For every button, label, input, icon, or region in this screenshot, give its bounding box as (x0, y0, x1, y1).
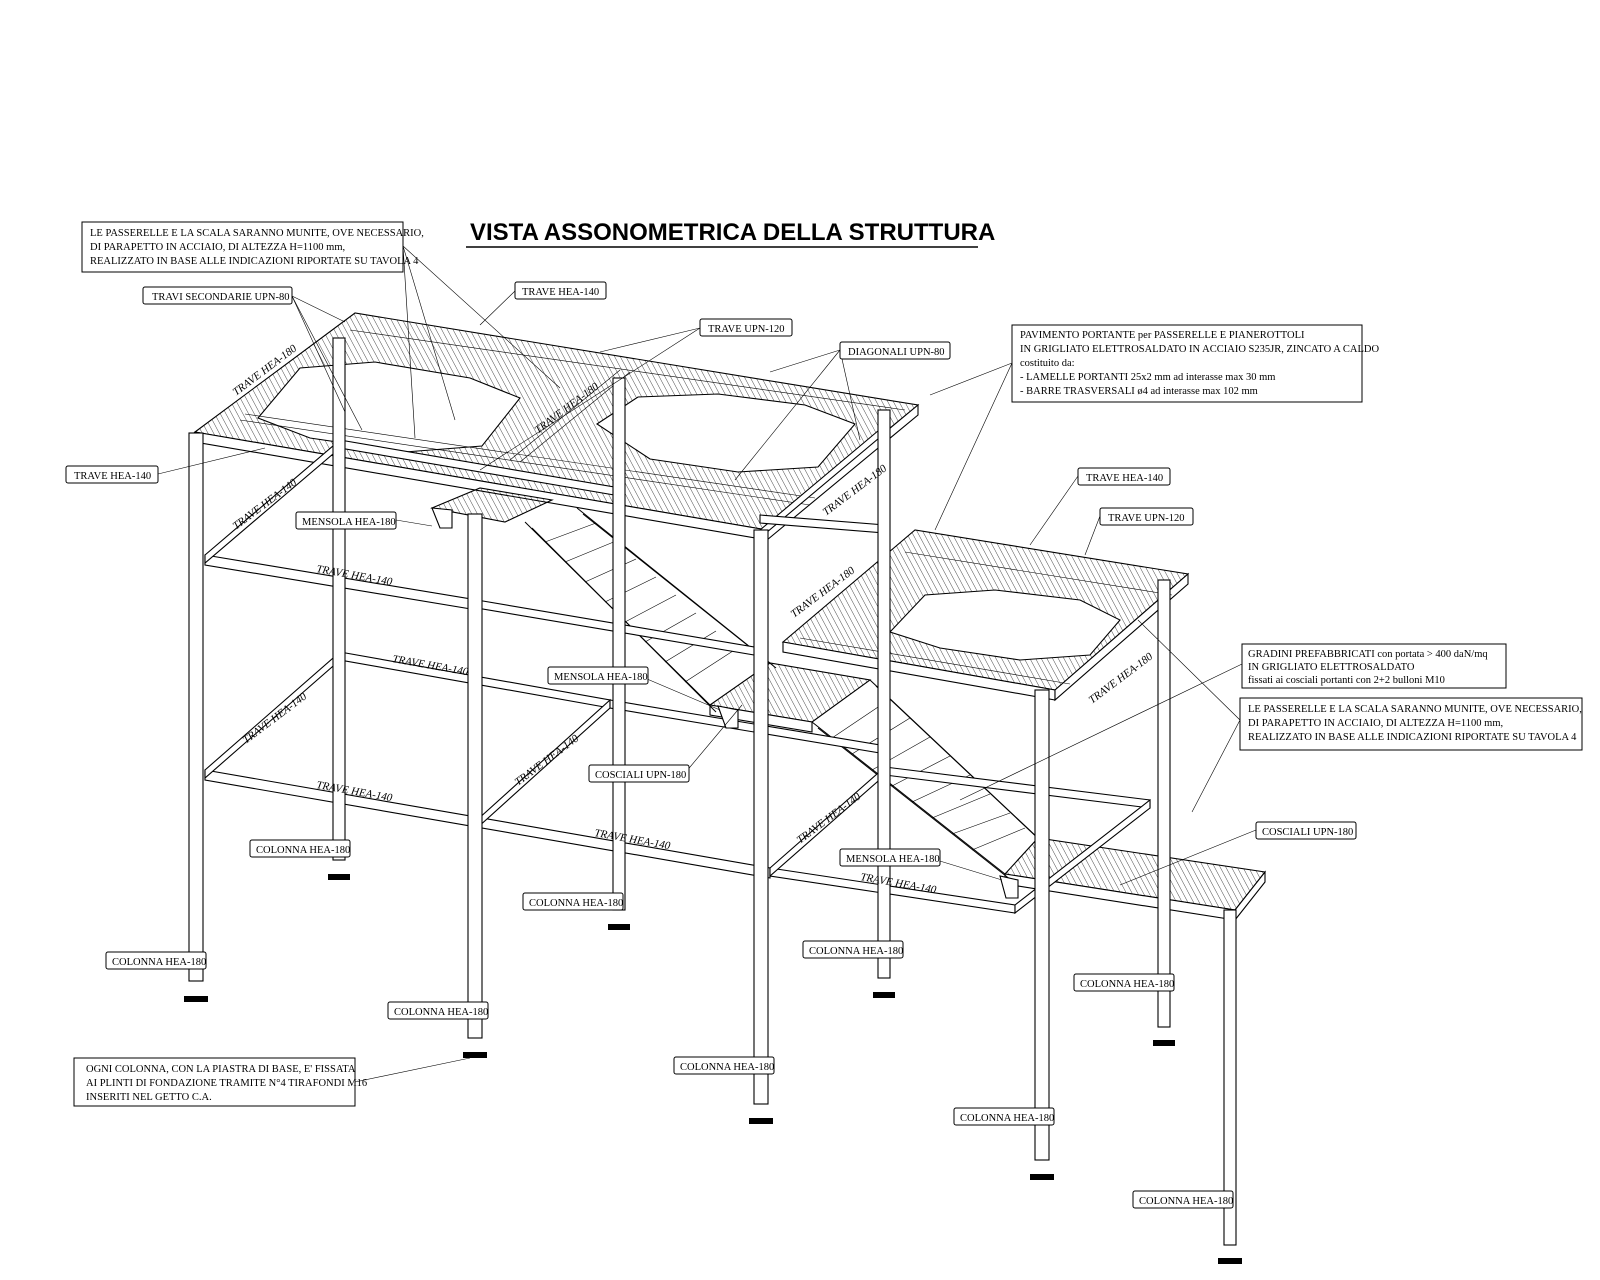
tag-colonna-1: COLONNA HEA-180 (249, 839, 351, 858)
note-line: GRADINI PREFABBRICATI con portata > 400 … (1248, 649, 1488, 660)
note-line: IN GRIGLIATO ELETTROSALDATO IN ACCIAIO S… (1020, 344, 1379, 355)
tag-colonna-2: COLONNA HEA-180 (522, 892, 624, 911)
tag-colonna-6: COLONNA HEA-180 (387, 1001, 489, 1020)
leader-lines (157, 245, 1257, 1083)
tag-diagonali: DIAGONALI UPN-80 (839, 341, 951, 360)
svg-text:TRAVE UPN-120: TRAVE UPN-120 (1108, 513, 1185, 524)
note-line: costituito da: (1020, 358, 1075, 369)
column (1223, 909, 1237, 1246)
svg-text:MENSOLA HEA-180: MENSOLA HEA-180 (846, 854, 940, 865)
column (1157, 579, 1171, 1028)
svg-text:TRAVE HEA-140: TRAVE HEA-140 (74, 471, 151, 482)
note-parapet-top: LE PASSERELLE E LA SCALA SARANNO MUNITE,… (81, 221, 424, 273)
tag-cosciali-1: COSCIALI UPN-180 (588, 764, 690, 783)
note-steps: GRADINI PREFABBRICATI con portata > 400 … (1241, 643, 1507, 689)
tag-trave-upn120-top: TRAVE UPN-120 (699, 318, 793, 337)
tag-trave-hea140-left: TRAVE HEA-140 (65, 465, 159, 484)
tag-colonna-7: COLONNA HEA-180 (673, 1056, 775, 1075)
note-line: INSERITI NEL GETTO C.A. (86, 1092, 212, 1103)
base-plates (184, 874, 1242, 1264)
svg-text:COLONNA HEA-180: COLONNA HEA-180 (960, 1113, 1054, 1124)
tag-trave-upn120-right: TRAVE UPN-120 (1099, 507, 1194, 526)
svg-text:COSCIALI UPN-180: COSCIALI UPN-180 (595, 770, 686, 781)
tag-cosciali-2: COSCIALI UPN-180 (1255, 821, 1357, 840)
note-line: DI PARAPETTO IN ACCIAIO, DI ALTEZZA H=11… (90, 242, 345, 253)
drawing-title: VISTA ASSONOMETRICA DELLA STRUTTURA (470, 219, 995, 246)
tag-colonna-5: COLONNA HEA-180 (1073, 973, 1175, 992)
mensola-bracket (717, 705, 739, 729)
svg-text:COLONNA HEA-180: COLONNA HEA-180 (112, 957, 206, 968)
tag-colonna-8: COLONNA HEA-180 (953, 1107, 1055, 1126)
svg-text:TRAVI SECONDARIE UPN-80: TRAVI SECONDARIE UPN-80 (152, 292, 289, 303)
upper-opening-2 (596, 393, 856, 473)
member-label: TRAVE HEA-140 (241, 690, 310, 746)
steel-structure (184, 312, 1267, 1264)
column (188, 432, 204, 982)
tag-mensola-1: MENSOLA HEA-180 (295, 511, 397, 530)
column (753, 529, 769, 1105)
tag-trave-hea140-right: TRAVE HEA-140 (1077, 467, 1171, 486)
note-line: AI PLINTI DI FONDAZIONE TRAMITE N°4 TIRA… (86, 1078, 367, 1089)
member-label: TRAVE HEA-140 (513, 732, 582, 788)
tag-travi-secondarie: TRAVI SECONDARIE UPN-80 (142, 286, 293, 305)
svg-text:COLONNA HEA-180: COLONNA HEA-180 (256, 845, 350, 856)
member-label: TRAVE HEA-140 (231, 476, 300, 532)
tag-colonna-3: COLONNA HEA-180 (105, 951, 207, 970)
svg-text:DIAGONALI UPN-80: DIAGONALI UPN-80 (848, 347, 945, 358)
tag-colonna-4: COLONNA HEA-180 (802, 940, 904, 959)
columns (188, 337, 1237, 1246)
column (877, 409, 891, 979)
note-line: - BARRE TRASVERSALI ø4 ad interasse max … (1020, 386, 1258, 397)
svg-text:COLONNA HEA-180: COLONNA HEA-180 (809, 946, 903, 957)
note-floor: PAVIMENTO PORTANTE per PASSERELLE E PIAN… (1011, 324, 1379, 403)
svg-text:TRAVE HEA-140: TRAVE HEA-140 (1086, 473, 1163, 484)
tag-trave-hea140-top: TRAVE HEA-140 (514, 281, 607, 300)
note-line: DI PARAPETTO IN ACCIAIO, DI ALTEZZA H=11… (1248, 718, 1503, 729)
svg-text:MENSOLA HEA-180: MENSOLA HEA-180 (302, 517, 396, 528)
svg-text:TRAVE UPN-120: TRAVE UPN-120 (708, 324, 785, 335)
mensola-bracket (431, 507, 453, 529)
tag-mensola-2: MENSOLA HEA-180 (547, 666, 649, 685)
note-line: PAVIMENTO PORTANTE per PASSERELLE E PIAN… (1020, 330, 1305, 341)
note-line: OGNI COLONNA, CON LA PIASTRA DI BASE, E'… (86, 1064, 356, 1075)
note-line: - LAMELLE PORTANTI 25x2 mm ad interasse … (1020, 372, 1275, 383)
tag-mensola-3: MENSOLA HEA-180 (839, 848, 941, 867)
note-line: fissati ai cosciali portanti con 2+2 bul… (1248, 675, 1445, 686)
svg-text:COLONNA HEA-180: COLONNA HEA-180 (680, 1062, 774, 1073)
note-line: LE PASSERELLE E LA SCALA SARANNO MUNITE,… (1248, 704, 1582, 715)
svg-text:MENSOLA HEA-180: MENSOLA HEA-180 (554, 672, 648, 683)
note-line: IN GRIGLIATO ELETTROSALDATO (1248, 662, 1415, 673)
note-line: REALIZZATO IN BASE ALLE INDICAZIONI RIPO… (1248, 732, 1577, 743)
svg-text:COLONNA HEA-180: COLONNA HEA-180 (529, 898, 623, 909)
note-line: LE PASSERELLE E LA SCALA SARANNO MUNITE,… (90, 228, 424, 239)
note-parapet-right: LE PASSERELLE E LA SCALA SARANNO MUNITE,… (1239, 697, 1583, 751)
lower-deck-right-edge (1054, 572, 1189, 702)
svg-text:COLONNA HEA-180: COLONNA HEA-180 (1139, 1196, 1233, 1207)
svg-text:COSCIALI UPN-180: COSCIALI UPN-180 (1262, 827, 1353, 838)
member-label: TRAVE HEA-140 (795, 790, 864, 846)
mensola-bracket (999, 875, 1019, 899)
svg-text:COLONNA HEA-180: COLONNA HEA-180 (1080, 979, 1174, 990)
tag-colonna-9: COLONNA HEA-180 (1132, 1190, 1234, 1209)
column (1034, 689, 1050, 1161)
svg-text:COLONNA HEA-180: COLONNA HEA-180 (394, 1007, 488, 1018)
note-line: REALIZZATO IN BASE ALLE INDICAZIONI RIPO… (90, 256, 419, 267)
column (332, 337, 346, 861)
column (467, 513, 483, 1039)
svg-text:TRAVE HEA-140: TRAVE HEA-140 (522, 287, 599, 298)
note-foundation: OGNI COLONNA, CON LA PIASTRA DI BASE, E'… (73, 1057, 367, 1107)
lower-opening (888, 589, 1121, 661)
